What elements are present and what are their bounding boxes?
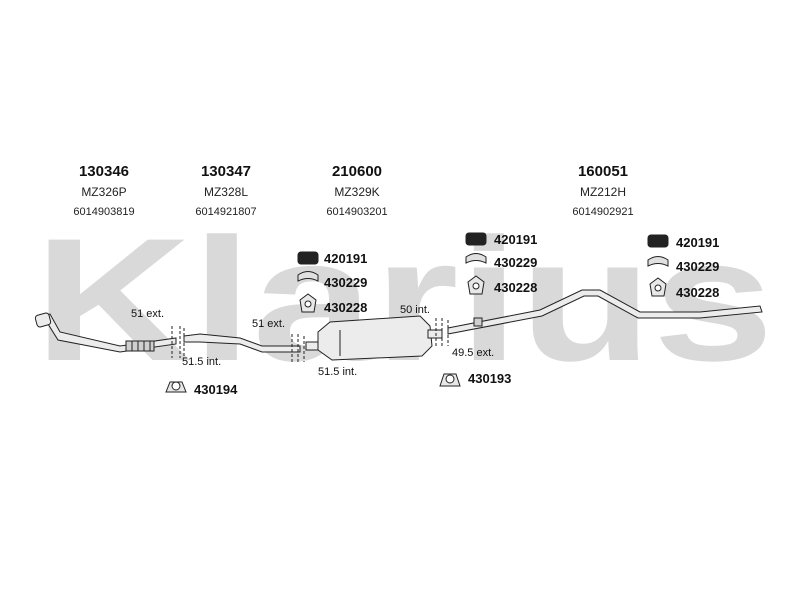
clamp-label-430193: 430193: [468, 371, 512, 386]
part-ref-mz329k: MZ329K: [334, 185, 380, 199]
dimension-51-ext-2: 51 ext.: [252, 318, 286, 330]
accessory-label-430228-b: 430228: [494, 280, 538, 295]
accessory-label-430229-b: 430229: [494, 255, 538, 270]
accessory-group-2-icons: [465, 232, 487, 295]
part-ref-mz328l: MZ328L: [203, 185, 249, 199]
clamp-430194-icon: [165, 381, 187, 393]
dimension-50-int: 50 int.: [400, 304, 430, 316]
clamp-label-430194: 430194: [194, 382, 238, 397]
dimension-51-5-int-1: 51.5 int.: [182, 356, 222, 368]
part-oe-6014902921: 6014902921: [572, 206, 634, 218]
accessory-label-420191-a: 420191: [324, 251, 368, 266]
accessory-label-430229-c: 430229: [676, 259, 720, 274]
accessory-label-420191-b: 420191: [494, 232, 538, 247]
accessory-label-430228-c: 430228: [676, 285, 720, 300]
intermediate-pipe-130347: [183, 333, 301, 353]
part-oe-6014903819: 6014903819: [73, 206, 135, 218]
accessory-label-420191-c: 420191: [676, 235, 720, 250]
part-number-210600: 210600: [331, 163, 383, 180]
accessory-label-430228-a: 430228: [324, 300, 368, 315]
part-oe-6014921807: 6014921807: [195, 206, 257, 218]
dimension-51-ext-1: 51 ext.: [131, 308, 165, 320]
accessory-group-1-icons: [297, 251, 319, 313]
part-number-130347: 130347: [200, 163, 252, 180]
accessory-group-3-icons: [647, 234, 669, 297]
rear-pipe-160051: [447, 289, 763, 335]
middle-silencer-210600: [305, 315, 443, 361]
clamp-430193-icon: [439, 373, 461, 387]
part-oe-6014903201: 6014903201: [326, 206, 388, 218]
dimension-49-5-ext: 49.5 ext.: [452, 347, 495, 359]
dimension-51-5-int-2: 51.5 int.: [318, 366, 358, 378]
part-ref-mz326p: MZ326P: [81, 185, 127, 199]
accessory-label-430229-a: 430229: [324, 275, 368, 290]
part-number-160051: 160051: [577, 163, 629, 180]
part-number-130346: 130346: [78, 163, 130, 180]
joint-2: [291, 334, 305, 364]
part-ref-mz212h: MZ212H: [579, 185, 626, 199]
joint-1: [171, 326, 185, 358]
front-pipe-130346: [34, 312, 177, 353]
